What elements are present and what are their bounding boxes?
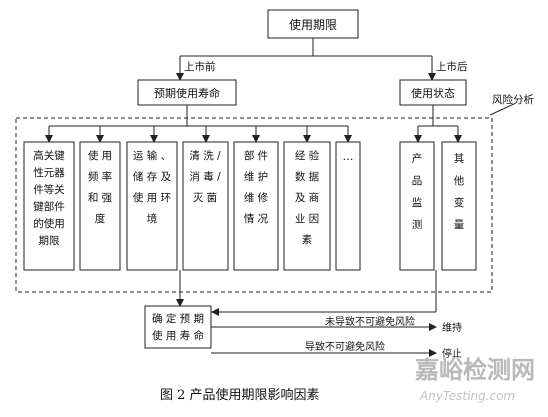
col8-line: 品 — [412, 175, 423, 187]
col2-line: 和 强 — [88, 192, 113, 204]
factor-experience-box — [283, 141, 331, 271]
factor-monitoring-box — [399, 141, 435, 271]
factor-more-box — [335, 141, 361, 271]
confirm-line-2: 使 用 寿 命 — [152, 329, 205, 342]
risk-label: 导致不可避免风险 — [305, 340, 385, 353]
factor-environment-box — [126, 141, 178, 271]
col3-line: 储 存 及 — [133, 170, 172, 183]
factor-maintenance-box — [233, 141, 279, 271]
factor-experience-text: 经 验数 据及 商业 因素 — [295, 149, 320, 246]
col1-line: 键部件 — [33, 200, 65, 213]
stop-label: 停止 — [442, 347, 462, 360]
col8-line: 测 — [412, 218, 423, 231]
col3-line: 境 — [147, 212, 158, 225]
expected-life-label: 预期使用寿命 — [154, 86, 220, 100]
col2-line: 频 率 — [88, 170, 112, 183]
col1-line: 期限 — [39, 235, 60, 247]
factor-maintenance-text: 部 件维 护维 修情 况 — [244, 149, 269, 225]
col6-line: 及 商 — [295, 191, 319, 204]
col6-line: 经 验 — [295, 149, 320, 162]
factor-frequency-box — [79, 141, 121, 271]
after-market-label: 上市后 — [436, 60, 468, 73]
usage-limit-box — [267, 9, 359, 39]
col6-line: 业 因 — [295, 213, 319, 225]
col1-line: 高关键 — [33, 149, 65, 162]
col1-line: 性元器 — [33, 166, 65, 179]
col4-line: 清 洗 / — [189, 149, 221, 162]
col2-line: 使 用 — [88, 149, 112, 162]
col3-line: 使 用 环 — [133, 191, 171, 204]
col5-line: 维 护 — [244, 170, 268, 183]
risk-analysis-frame — [15, 117, 493, 293]
usage-status-label: 使用状态 — [411, 86, 455, 100]
col8-line: 产 — [412, 152, 423, 165]
watermark-cn: 嘉峪检测网 — [415, 356, 535, 384]
factor-other-box — [441, 141, 477, 271]
confirm-life-box — [144, 305, 212, 349]
factor-frequency-text: 使 用频 率和 强度 — [88, 149, 113, 225]
confirm-line-1: 确 定 预 期 — [152, 312, 204, 325]
factor-cleaning-text: 清 洗 / 消 毒 / 灭 菌 — [189, 149, 221, 204]
usage-limit-label: 使用期限 — [289, 17, 337, 32]
usage-status-box — [399, 79, 467, 106]
risk-analysis-pointer — [489, 103, 515, 116]
before-market-label: 上市前 — [184, 60, 216, 73]
maintain-label: 维持 — [442, 321, 462, 334]
col1-line: 件等关 — [33, 183, 65, 196]
col6-line: 数 据 — [295, 170, 320, 183]
col5-line: 维 修 — [244, 191, 269, 204]
col1-line: 的使用 — [33, 217, 65, 230]
figure-caption: 图 2 产品使用期限影响因素 — [160, 387, 320, 403]
col8-line: 监 — [412, 196, 423, 209]
risk-analysis-label: 风险分析 — [492, 93, 534, 106]
col4-line: 灭 菌 — [193, 192, 217, 204]
col9-line: 变 — [454, 196, 465, 209]
factor-key-parts-box — [23, 141, 75, 271]
factor-cleaning-box — [182, 141, 229, 271]
col3-line: 运 输 、 — [133, 149, 171, 162]
col4-line: 消 毒 / — [189, 170, 221, 183]
col6-line: 素 — [302, 233, 313, 246]
col2-line: 度 — [95, 212, 106, 225]
col9-line: 量 — [454, 219, 465, 231]
col5-line: 情 况 — [244, 212, 269, 225]
col9-line: 其 — [454, 153, 465, 165]
col9-line: 他 — [454, 174, 465, 187]
no-risk-label: 未导致不可避免风险 — [325, 315, 415, 328]
watermark-en: AnyTesting.com — [419, 389, 515, 403]
col5-line: 部 件 — [244, 149, 268, 162]
factor-more-label: … — [343, 150, 354, 163]
factor-environment-text: 运 输 、储 存 及使 用 环境 — [133, 149, 172, 225]
